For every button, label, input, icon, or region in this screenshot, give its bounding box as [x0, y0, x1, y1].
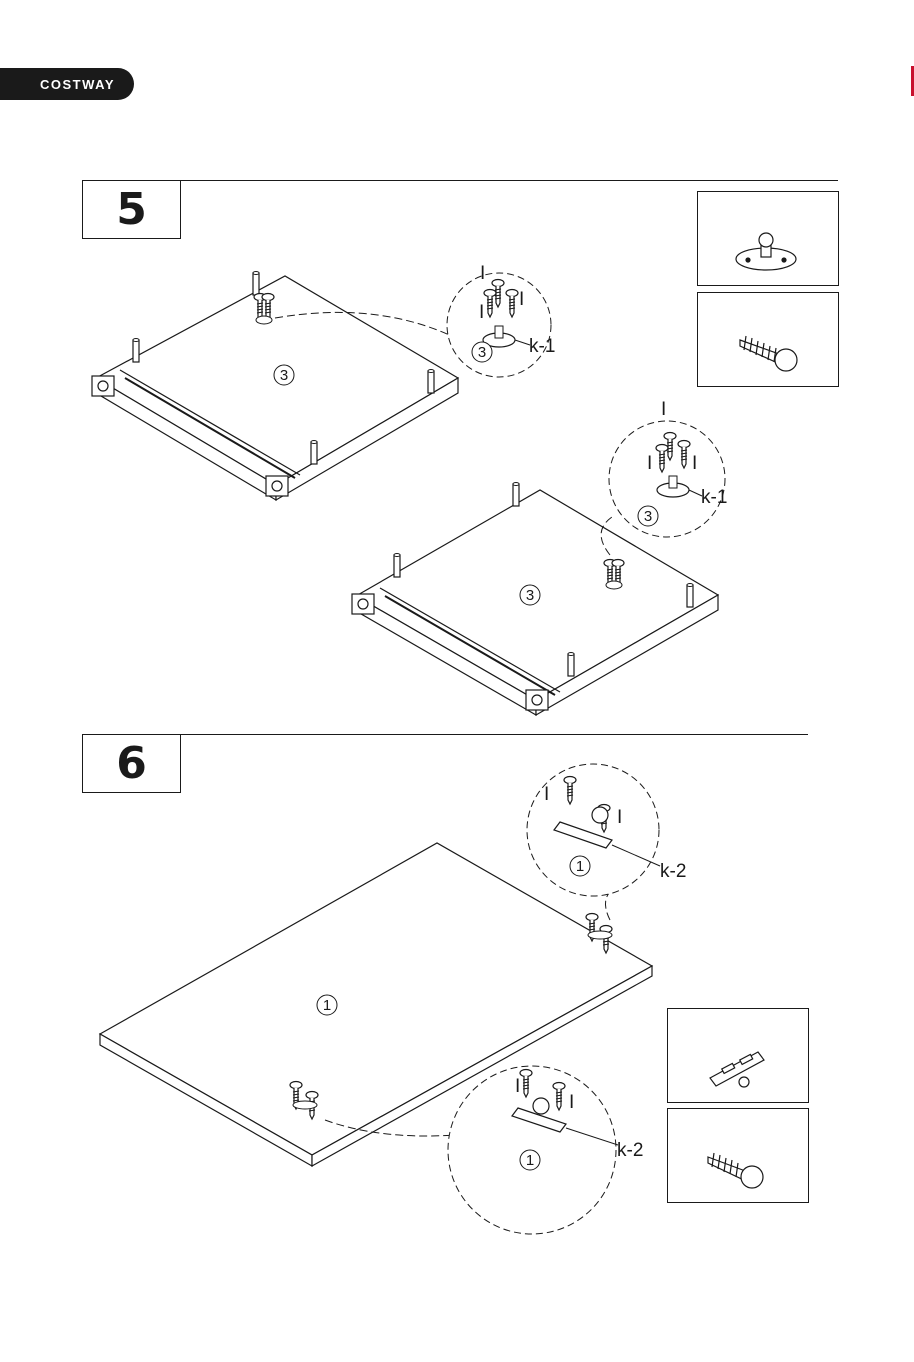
k1-label-a: k-1 [529, 336, 555, 357]
k1-label-b: k-1 [701, 487, 727, 508]
step5-frame-2 [352, 490, 718, 715]
step-6-number: 6 [82, 734, 181, 793]
step6-panel [100, 843, 652, 1166]
screw-label-a2: I [479, 302, 484, 323]
k2-label-b: k-2 [617, 1140, 643, 1161]
step5-frame-1 [92, 276, 458, 500]
step-5-number: 5 [82, 180, 181, 239]
k2-part-box [667, 1008, 809, 1103]
part-3-label-d: 3 [644, 508, 652, 525]
screw-label-b1: I [661, 399, 666, 420]
brand-name: COSTWAY [40, 77, 115, 92]
screw-label-d2: I [569, 1092, 574, 1113]
screw-part-box-1 [697, 292, 839, 387]
part-3-label-a: 3 [280, 367, 288, 384]
screw-label-b2: I [647, 453, 652, 474]
part-3-label-c: 3 [526, 587, 534, 604]
screw-label-c2: I [617, 807, 622, 828]
part-1-label-c: 1 [526, 1152, 534, 1169]
step-6-rule [179, 734, 808, 735]
k2-label-a: k-2 [660, 861, 686, 882]
part-1-label-a: 1 [323, 997, 331, 1014]
k1-part-box [697, 191, 839, 286]
brand-logo: COSTWAY [0, 68, 134, 100]
part-1-label-b: 1 [576, 858, 584, 875]
screw-label-d1: I [515, 1076, 520, 1097]
step-5-rule [179, 180, 838, 181]
part-3-label-b: 3 [478, 344, 486, 361]
screw-label-a3: I [519, 289, 524, 310]
screw-label-b3: I [692, 453, 697, 474]
screw-label-c1: I [544, 784, 549, 805]
screw-label-a1: I [480, 263, 485, 284]
screw-part-box-2 [667, 1108, 809, 1203]
